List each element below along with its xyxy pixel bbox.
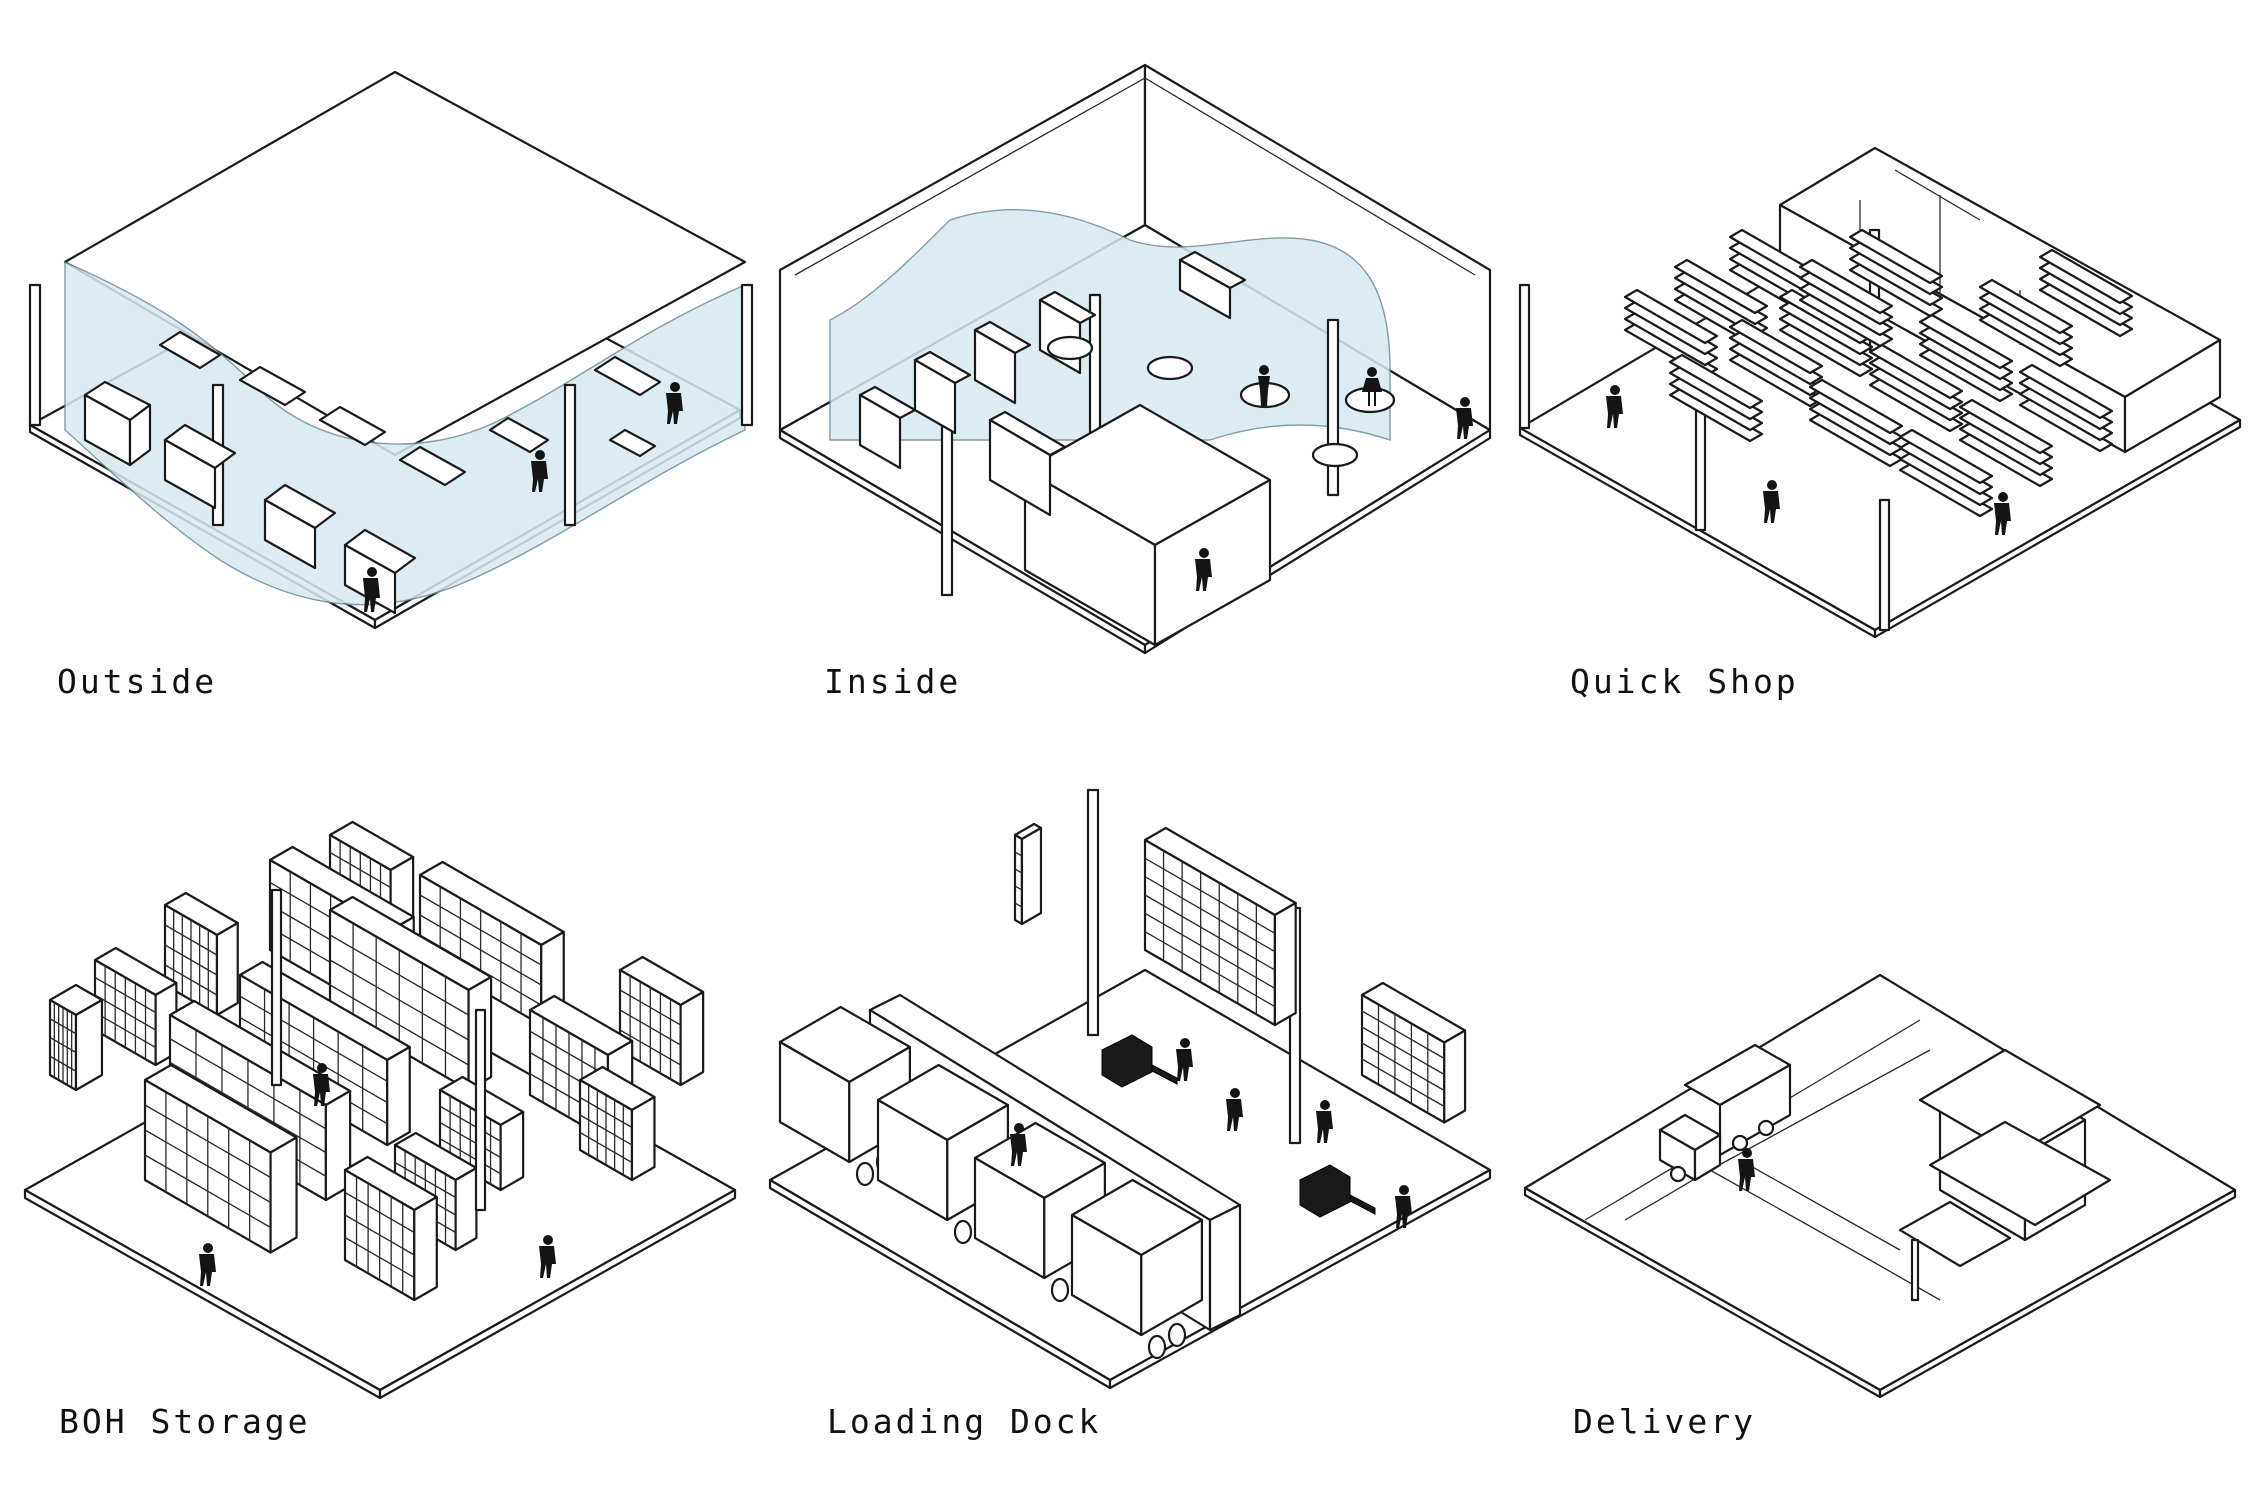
shelving-rack bbox=[2018, 363, 2114, 453]
shelving-rack bbox=[1918, 313, 2014, 403]
shelving-unit bbox=[48, 983, 104, 1092]
loading-dock-person-silhouette bbox=[1010, 1123, 1027, 1166]
shelving-rack bbox=[1958, 398, 2054, 488]
outside-display-boxes bbox=[83, 330, 662, 615]
shelving-rack bbox=[1798, 258, 1894, 348]
panel-caption: Delivery bbox=[1573, 1402, 1756, 1441]
loading-dock-column bbox=[1086, 788, 1100, 1037]
shelving-unit bbox=[343, 1155, 438, 1302]
loading-dock-trailers bbox=[778, 1005, 1203, 1360]
shelving-rack bbox=[1808, 378, 1904, 468]
shelving-rack bbox=[1728, 318, 1824, 408]
boh-storage-person-silhouette bbox=[199, 1243, 216, 1286]
shelving-rack bbox=[2038, 248, 2134, 338]
outside-person-silhouette bbox=[666, 382, 683, 424]
shelving-rack bbox=[1668, 353, 1764, 443]
quick-shop-person-silhouette bbox=[1606, 385, 1623, 428]
inside-column bbox=[1326, 318, 1340, 497]
boh-storage-person-silhouette bbox=[539, 1235, 556, 1278]
shelving-unit bbox=[163, 891, 239, 1017]
loading-dock-person-silhouette bbox=[1226, 1088, 1243, 1131]
panel-caption: Loading Dock bbox=[827, 1402, 1102, 1441]
quick-shop-shelving-racks bbox=[1623, 228, 2134, 518]
loading-dock-person-silhouette bbox=[1316, 1100, 1333, 1143]
panel-caption: Inside bbox=[824, 662, 962, 701]
quick-shop-person-silhouette bbox=[1763, 480, 1780, 523]
boh-storage-column bbox=[270, 888, 283, 1087]
panel-loading-dock: Loading Dock bbox=[750, 760, 1500, 1500]
loading-dock-person-silhouette bbox=[1176, 1038, 1193, 1081]
panel-outside: Outside bbox=[0, 0, 754, 701]
panel-caption: BOH Storage bbox=[59, 1402, 311, 1441]
inside-mannequin-silhouette bbox=[1258, 365, 1382, 406]
loading-dock-shelving bbox=[938, 822, 1467, 1124]
boh-storage-isometric-drawing bbox=[23, 820, 737, 1400]
trailer-box bbox=[1070, 1178, 1203, 1337]
panel-delivery: Delivery bbox=[1500, 760, 2250, 1500]
shelving-rack bbox=[1848, 228, 1944, 318]
quick-shop-column bbox=[1518, 283, 1531, 430]
trailer-box bbox=[973, 1121, 1106, 1280]
boh-storage-shelving-units bbox=[48, 820, 705, 1302]
panel-caption: Outside bbox=[57, 662, 218, 701]
outside-column bbox=[740, 283, 754, 427]
outside-person-silhouette bbox=[531, 450, 548, 492]
boh-storage-column bbox=[474, 1008, 487, 1212]
inside-display-shelves bbox=[858, 250, 1247, 517]
quick-shop-isometric-drawing bbox=[1518, 146, 2242, 639]
inside-isometric-drawing bbox=[778, 63, 1492, 655]
outside-column bbox=[28, 283, 42, 427]
outside-person-silhouette bbox=[363, 567, 380, 612]
inside-person-silhouette bbox=[1456, 397, 1473, 439]
delivery-house bbox=[1898, 1048, 2112, 1302]
inside-person-silhouette bbox=[1195, 548, 1212, 591]
shelving-rack bbox=[1778, 288, 1874, 378]
forklift-icon bbox=[1299, 1164, 1376, 1218]
outside-column bbox=[563, 383, 577, 527]
shelving-unit bbox=[1360, 981, 1467, 1124]
shelving-rack bbox=[1898, 428, 1994, 518]
loading-dock-person-silhouette bbox=[1395, 1185, 1412, 1228]
delivery-truck-icon bbox=[1658, 1043, 1792, 1183]
inside-fitting-room-block bbox=[1023, 403, 1272, 647]
quick-shop-column bbox=[1878, 498, 1891, 632]
panel-inside: Inside bbox=[750, 0, 1500, 701]
loading-dock-isometric-drawing bbox=[768, 788, 1492, 1390]
outside-isometric-drawing bbox=[28, 70, 754, 630]
shelving-unit bbox=[578, 1065, 656, 1182]
shelving-rack bbox=[1978, 278, 2074, 368]
panel-caption: Quick Shop bbox=[1570, 662, 1799, 701]
inside-glass-wall bbox=[829, 208, 1391, 441]
boh-storage-person-silhouette bbox=[313, 1063, 330, 1106]
delivery-person-silhouette bbox=[1738, 1148, 1755, 1191]
panel-boh-storage: BOH Storage bbox=[0, 760, 750, 1500]
quick-shop-person-silhouette bbox=[1994, 492, 2011, 535]
shelving-unit bbox=[1013, 822, 1043, 926]
shelving-unit bbox=[143, 1063, 298, 1254]
shelving-unit bbox=[618, 955, 705, 1087]
forklift-icon bbox=[1101, 1034, 1178, 1088]
delivery-isometric-drawing bbox=[1523, 973, 2237, 1399]
panel-quick-shop: Quick Shop bbox=[1500, 0, 2250, 701]
shelving-unit bbox=[1143, 826, 1297, 1027]
shelving-rack bbox=[1868, 343, 1964, 433]
delivery-ground-plane bbox=[1523, 973, 2237, 1392]
